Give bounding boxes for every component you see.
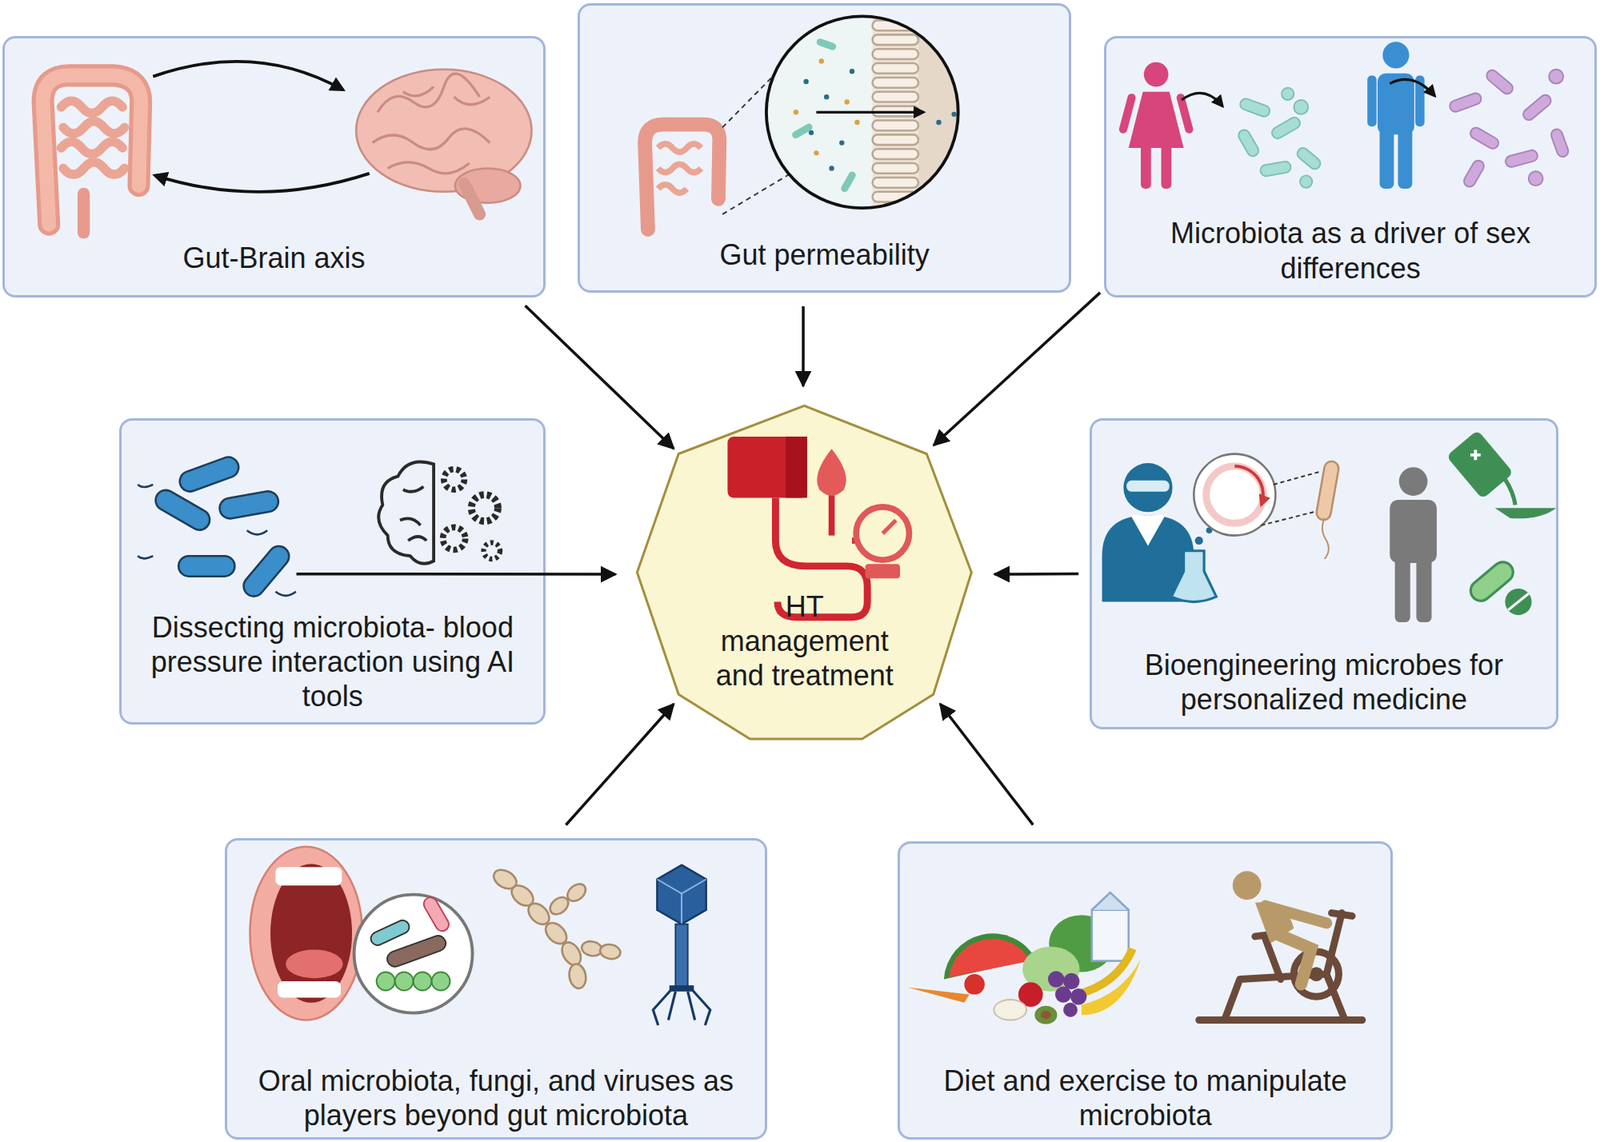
topic-box: Gut-Brain axis: [2, 36, 547, 299]
topic-box: Dissecting microbiota- blood pressure in…: [119, 418, 546, 725]
arrow-connector: [940, 704, 1033, 825]
gut-icon: [644, 124, 720, 230]
topic-box: Bioengineering microbes for personalized…: [1089, 418, 1558, 730]
person-icon: [1389, 467, 1437, 623]
bacteria-cluster: [1448, 68, 1570, 189]
arrow-connector: [801, 306, 805, 387]
medicine-icon: [1446, 430, 1556, 616]
scientist-icon: [1102, 463, 1217, 602]
food-icon: [908, 892, 1141, 1025]
topic-box: Microbiota as a driver of sex difference…: [1104, 36, 1597, 299]
topic-box: Gut permeability: [577, 3, 1072, 293]
topic-label: Microbiota as a driver of sex difference…: [1106, 216, 1595, 285]
arrow-connector: [933, 292, 1100, 446]
fungi-icon: [490, 866, 622, 991]
topic-box: Oral microbiota, fungi, and viruses as p…: [224, 838, 768, 1140]
octagon-shape: [637, 405, 972, 740]
topic-label: Dissecting microbiota- blood pressure in…: [121, 610, 544, 715]
arrow-connector: [994, 572, 1079, 576]
arrow-connector: [525, 305, 675, 449]
gut-icon: [43, 75, 142, 233]
phage-icon: [652, 865, 710, 1026]
topic-label: Diet and exercise to manipulate microbio…: [900, 1064, 1391, 1133]
topic-box: Diet and exercise to manipulate microbio…: [897, 841, 1393, 1140]
arrow-connector: [565, 704, 674, 825]
bacteria-cluster: [1236, 88, 1324, 188]
cyclist-icon: [1199, 871, 1363, 1020]
magnified-epithelium: [760, 10, 979, 215]
topic-label: Bioengineering microbes for personalized…: [1092, 648, 1556, 717]
center-label: HT management and treatment: [687, 589, 922, 694]
topic-label: Gut-Brain axis: [4, 240, 544, 276]
brain-icon: [356, 69, 532, 215]
topic-label: Gut permeability: [580, 237, 1069, 272]
mouth-icon: [249, 847, 362, 1021]
male-figure: [1367, 41, 1424, 189]
arrow-connector: [296, 572, 616, 576]
blood-pressure-icon: [727, 436, 909, 618]
topic-label: Oral microbiota, fungi, and viruses as p…: [227, 1064, 766, 1133]
female-figure: [1118, 62, 1195, 189]
bacteria-icon: [137, 454, 296, 601]
center-octagon: HT management and treatment: [634, 403, 975, 742]
ai-brain-icon: [378, 461, 500, 564]
